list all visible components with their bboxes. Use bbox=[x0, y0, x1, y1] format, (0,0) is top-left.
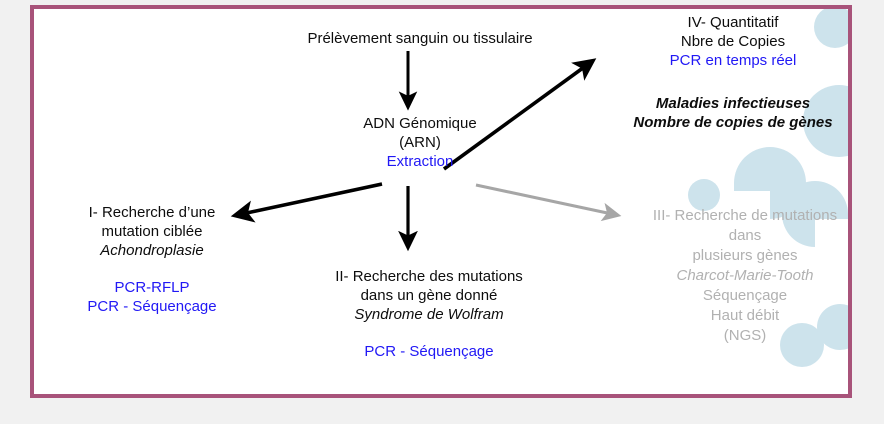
branch-ii-example: Syndrome de Wolfram bbox=[354, 306, 504, 324]
arrow-layer bbox=[230, 51, 622, 252]
branch-i-spacer bbox=[42, 261, 262, 278]
central-method-extraction: Extraction bbox=[386, 153, 454, 171]
branch-ii-title-2: dans un gène donné bbox=[360, 287, 498, 305]
branch-iv-title-2: Nbre de Copies bbox=[680, 33, 786, 51]
arrow-central-to-branch-i bbox=[230, 182, 383, 223]
branch-iv-example-2: Nombre de copies de gènes bbox=[633, 114, 833, 132]
arrow-central-to-branch-iii bbox=[475, 183, 622, 222]
central-line-2: (ARN) bbox=[399, 134, 441, 152]
decorative-background-shapes bbox=[688, 9, 848, 367]
branch-iv-method: PCR en temps réel bbox=[669, 52, 797, 70]
branch-i-method-1: PCR-RFLP bbox=[114, 278, 190, 296]
node-source: Prélèvement sanguin ou tissulaire bbox=[270, 29, 570, 48]
source-label: Prélèvement sanguin ou tissulaire bbox=[307, 30, 533, 47]
node-branch-iii: III- Recherche de mutations dans plusieu… bbox=[620, 206, 848, 346]
branch-i-method-2: PCR - Séquençage bbox=[87, 297, 217, 315]
branch-iii-example: Charcot-Marie-Tooth bbox=[676, 266, 814, 284]
node-central: ADN Génomique (ARN) Extraction bbox=[320, 114, 520, 172]
branch-i-title-2: mutation ciblée bbox=[101, 223, 203, 241]
decor-circle-top-right bbox=[814, 9, 848, 48]
branch-iv-example-1: Maladies infectieuses bbox=[655, 95, 811, 112]
node-branch-iv-examples: Maladies infectieuses Nombre de copies d… bbox=[588, 94, 848, 132]
node-branch-iv: IV- Quantitatif Nbre de Copies PCR en te… bbox=[608, 13, 848, 71]
branch-iii-title-3: plusieurs gènes bbox=[692, 246, 798, 264]
central-line-1: ADN Génomique bbox=[363, 115, 477, 132]
decor-bubble-left-of-border bbox=[734, 147, 806, 219]
branch-iii-title-2: dans bbox=[728, 226, 762, 244]
branch-iii-method-2: Haut débit bbox=[710, 306, 780, 324]
branch-iii-method-3: (NGS) bbox=[723, 326, 767, 344]
arrow-central-to-quant bbox=[442, 58, 597, 171]
branch-i-example: Achondroplasie bbox=[100, 242, 204, 260]
diagram-slide: Prélèvement sanguin ou tissulaire ADN Gé… bbox=[30, 5, 852, 398]
decor-circle-bottom-right bbox=[817, 304, 848, 350]
branch-ii-method: PCR - Séquençage bbox=[364, 342, 494, 360]
node-branch-ii: II- Recherche des mutations dans un gène… bbox=[284, 267, 574, 361]
decor-circle-lower-mid bbox=[780, 323, 824, 367]
branch-iii-method-1: Séquençage bbox=[702, 286, 788, 304]
branch-ii-title-1: II- Recherche des mutations bbox=[335, 268, 523, 285]
node-branch-i: I- Recherche d’une mutation ciblée Achon… bbox=[42, 203, 262, 316]
branch-i-title-1: I- Recherche d’une bbox=[88, 204, 216, 221]
decor-circle-small-mid bbox=[688, 179, 720, 211]
branch-iv-title-1: IV- Quantitatif bbox=[687, 14, 779, 31]
decor-circle-upper-right-large bbox=[803, 85, 848, 157]
branch-iii-title-1: III- Recherche de mutations bbox=[652, 207, 838, 224]
branch-ii-spacer bbox=[284, 325, 574, 342]
